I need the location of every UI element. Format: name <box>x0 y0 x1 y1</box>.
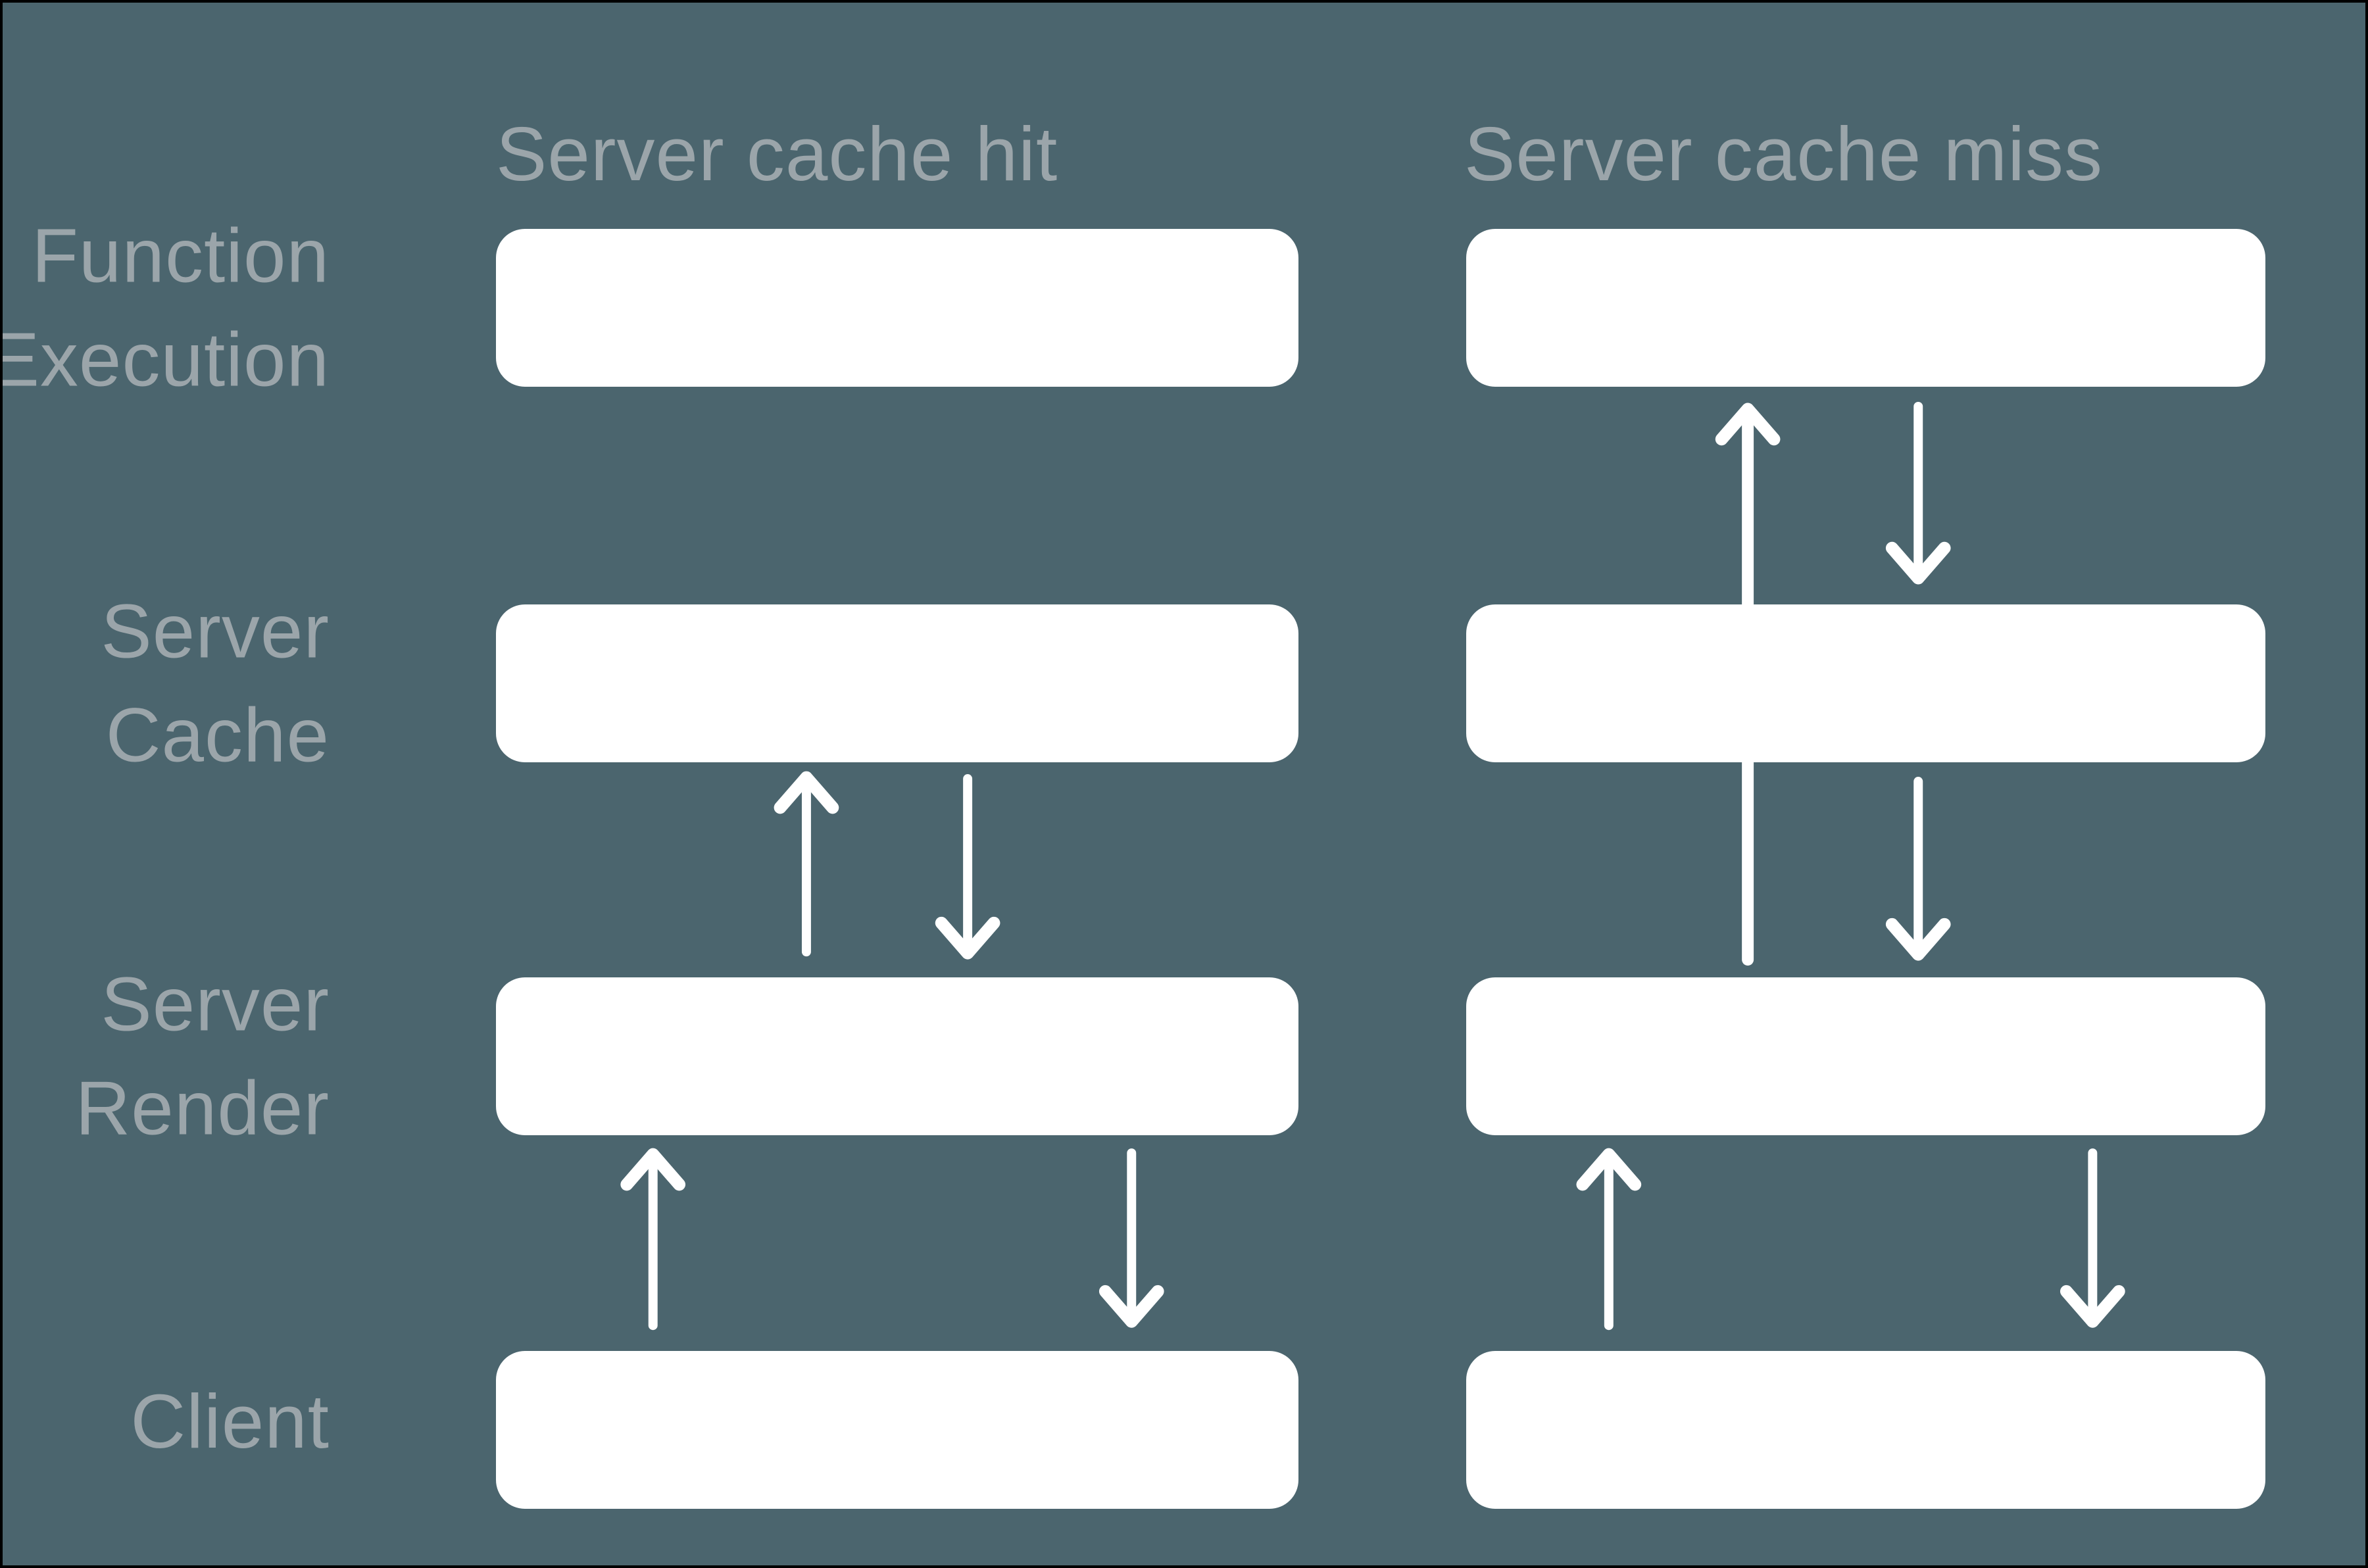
arrow-head <box>1885 541 1951 585</box>
arrow-head <box>1885 918 1951 961</box>
box-function-execution-hit <box>496 229 1298 387</box>
arrow-hit-down-cache-to-render <box>935 774 1000 960</box>
box-server-render-hit <box>496 977 1298 1135</box>
box-server-cache-hit <box>496 604 1298 762</box>
arrow-head <box>774 771 839 814</box>
box-client-hit <box>496 1351 1298 1509</box>
arrow-head <box>1098 1285 1164 1328</box>
arrow-miss-up-client-to-render <box>1576 1148 1642 1331</box>
arrow-miss-down-render-to-client <box>2060 1148 2125 1328</box>
box-layer <box>3 3 2365 1565</box>
row-label-client: Client <box>130 1379 330 1465</box>
arrow-hit-up-render-to-cache <box>774 771 839 957</box>
row-label-function-execution: Function Execution <box>0 212 330 402</box>
column-title-server-cache-hit: Server cache hit <box>496 111 1058 197</box>
arrow-head <box>1576 1148 1642 1191</box>
arrow-head <box>620 1148 686 1191</box>
box-server-cache-miss <box>1466 604 2265 762</box>
row-label-server-cache: Server Cache <box>101 588 330 777</box>
arrow-hit-down-render-to-client <box>1098 1148 1164 1328</box>
box-function-execution-miss <box>1466 229 2265 387</box>
arrow-head <box>2060 1285 2125 1328</box>
arrow-miss-down-cache-to-render <box>1885 777 1951 961</box>
arrow-head <box>935 916 1000 960</box>
arrow-hit-up-client-to-render <box>620 1148 686 1331</box>
row-label-server-render: Server Render <box>75 961 330 1150</box>
arrow-head <box>1715 403 1781 446</box>
column-title-server-cache-miss: Server cache miss <box>1464 111 2104 197</box>
box-server-render-miss <box>1466 977 2265 1135</box>
text-layer: Server cache hit Server cache miss Funct… <box>3 3 2365 1565</box>
arrow-miss-down-execution-to-cache <box>1885 401 1951 585</box>
box-client-miss <box>1466 1351 2265 1509</box>
